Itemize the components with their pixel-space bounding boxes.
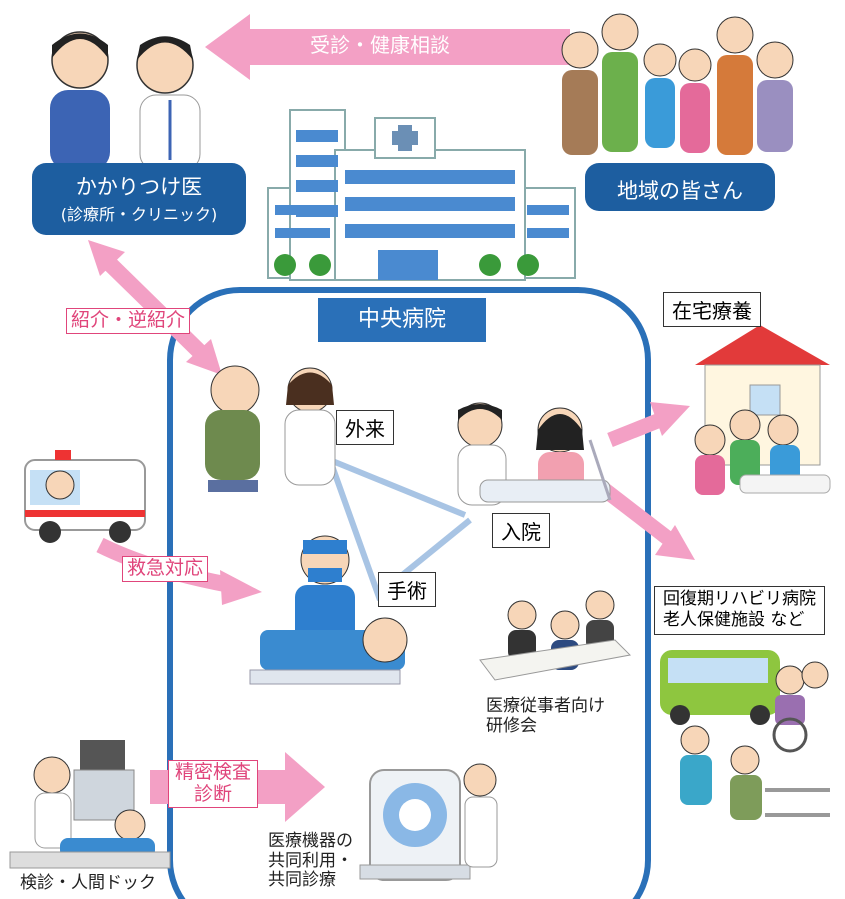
checkup-label: 検診・人間ドック [20,873,156,893]
family-doctor-illustration [50,31,201,171]
home-care-arrow [607,402,690,447]
rehab-facility-illustration [660,650,830,820]
ambulance-illustration [24,450,146,543]
training-label: 医療従事者向け 研修会 [486,696,605,736]
home-care-illustration [694,325,831,495]
hospital-building-illustration [267,109,576,281]
family-doctor-title: かかりつけ医 [75,175,203,199]
training-label-line1: 医療従事者向け [486,696,605,716]
rehab-label-line1: 回復期リハビリ病院 [663,589,816,609]
training-session-illustration [479,590,632,681]
community-label: 地域の皆さん [617,179,743,203]
family-doctor-subtitle: (診療所・クリニック) [60,205,218,224]
community-badge: 地域の皆さん [585,163,775,211]
surgery-label: 手術 [378,572,436,607]
equipment-line3: 共同診療 [268,870,336,891]
home-care-label: 在宅療養 [663,292,761,327]
surgery-illustration [249,535,408,685]
outpatient-label: 外来 [336,410,394,445]
inpatient-illustration [457,402,612,506]
training-label-line2: 研修会 [486,715,537,736]
equipment-sharing-label: 医療機器の 共同利用・ 共同診療 [268,831,353,891]
central-hospital-badge: 中央病院 [318,298,486,342]
rehab-label-line2: 老人保健施設 など [663,610,805,631]
referral-label: 紹介・逆紹介 [66,308,191,334]
consultation-arrow [205,14,570,80]
family-doctor-badge: かかりつけ医 (診療所・クリニック) [32,163,246,235]
detailed-exam-label: 精密検査 診断 [168,760,259,808]
community-family-illustration [561,13,794,155]
mri-scanner-illustration [359,763,498,881]
equipment-line2: 共同利用・ [268,850,353,871]
emergency-label: 救急対応 [122,556,209,582]
checkup-illustration [9,740,171,869]
outpatient-illustration [205,365,336,492]
detailed-exam-line2: 診断 [194,782,233,805]
rehab-label: 回復期リハビリ病院 老人保健施設 など [654,586,825,635]
equipment-line1: 医療機器の [268,831,353,851]
inpatient-label: 入院 [492,513,550,548]
hospital-frame [167,287,651,899]
detailed-exam-line1: 精密検査 [175,761,252,783]
consultation-label: 受診・健康相談 [310,33,450,57]
rehab-arrow [600,484,695,560]
